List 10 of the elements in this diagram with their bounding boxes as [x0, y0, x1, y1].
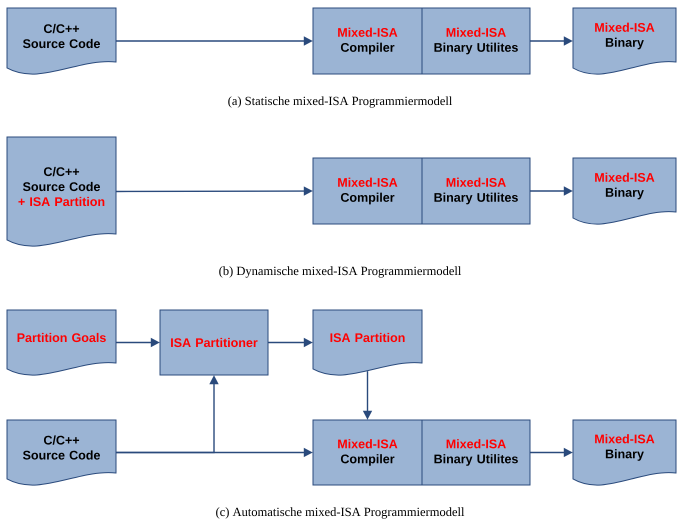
process-box: Mixed-ISA Binary Utilites	[422, 8, 530, 74]
process-box: Mixed-ISA Binary Utilites	[422, 420, 530, 486]
process-box: ISA Partitioner	[160, 310, 268, 376]
process-box: Mixed-ISA Compiler	[312, 158, 422, 224]
process-box: Mixed-ISA Binary Utilites	[422, 158, 530, 224]
process-box: Mixed-ISA Compiler	[312, 8, 422, 74]
caption: (c) Automatische mixed-ISA Programmiermodell	[216, 507, 464, 519]
caption: (a) Statische mixed-ISA Programmiermodell	[228, 96, 452, 108]
caption: (b) Dynamische mixed-ISA Programmiermodell	[219, 266, 462, 278]
process-box: Mixed-ISA Compiler	[312, 420, 422, 486]
